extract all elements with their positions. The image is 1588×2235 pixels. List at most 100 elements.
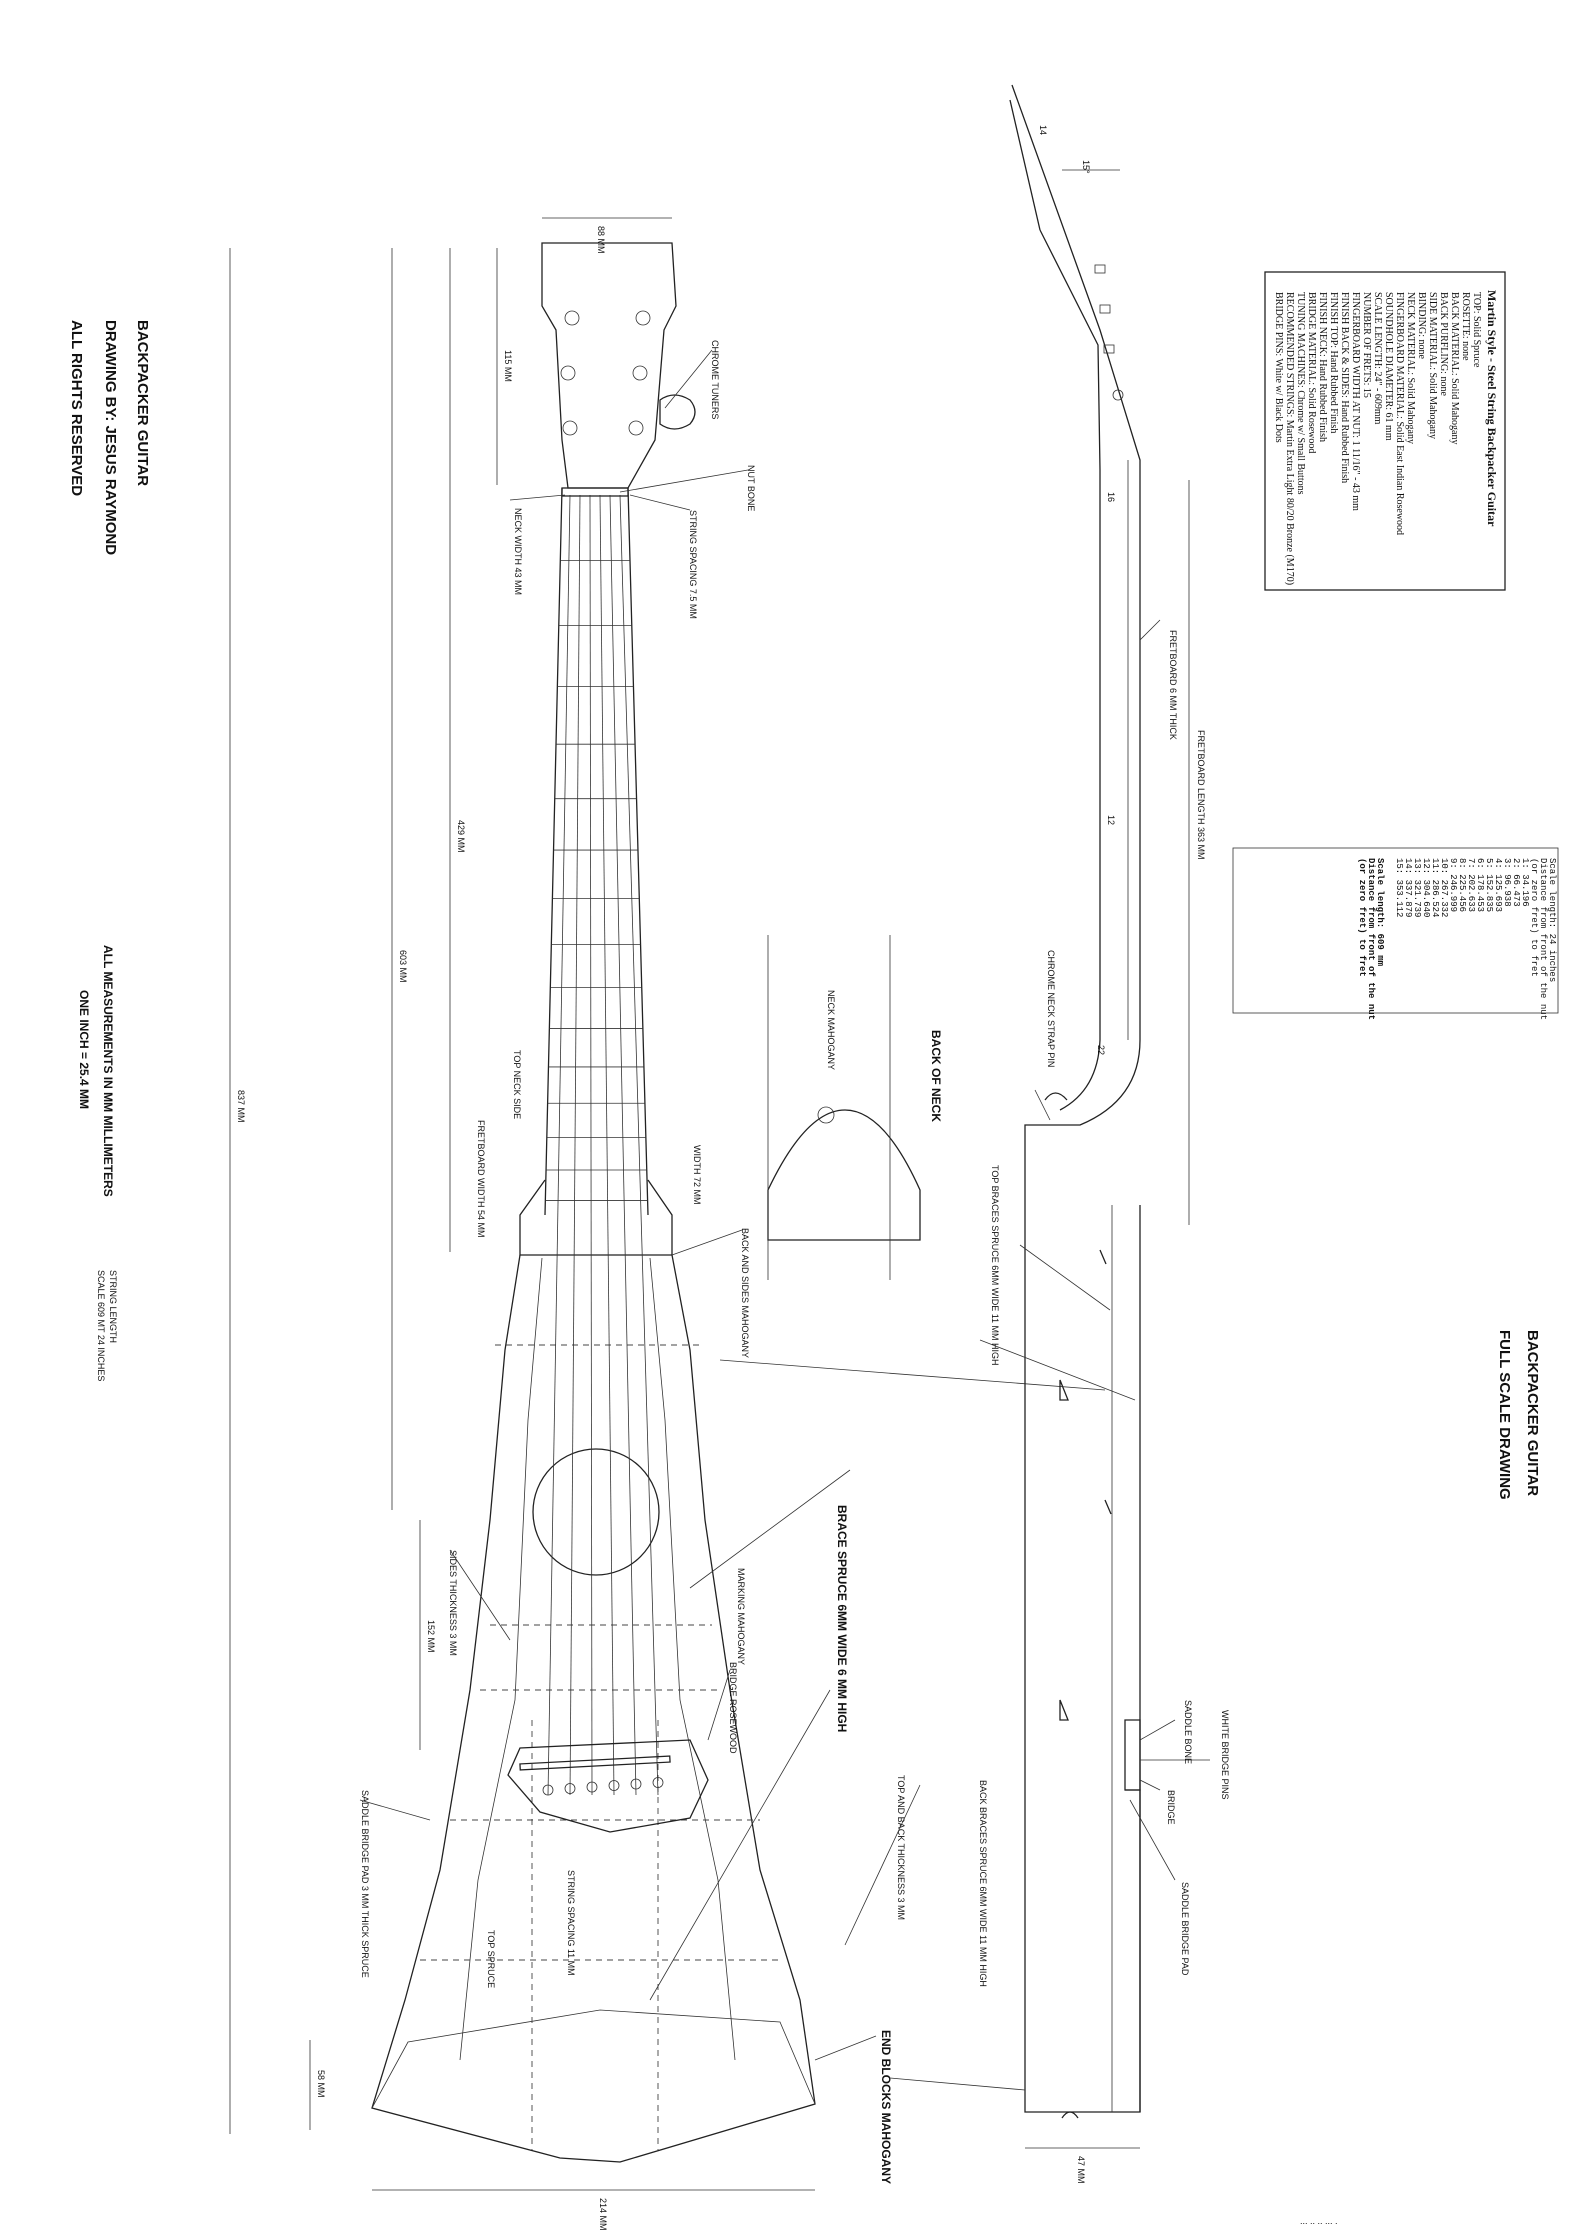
bridge-pin-icon xyxy=(542,1784,554,1796)
strap-pin-icon xyxy=(1044,1092,1068,1101)
label-bridge: BRIDGE ROSEWOOD xyxy=(728,1662,738,1754)
scale-note-line2: SCALE 609 MT 24 INCHES xyxy=(96,1270,106,1381)
string-line xyxy=(589,494,593,1796)
fret-table-line: 8: 225.456 xyxy=(1457,858,1467,912)
fret-table-line: 12: 304.640 xyxy=(1421,858,1431,917)
fret-table-line: 10: 267.332 xyxy=(1439,858,1449,917)
label-top-back-thickness: TOP AND BACK THICKNESS 3 MM xyxy=(896,1775,906,1920)
soundhole xyxy=(532,1448,660,1576)
fret-table-footer: Distance from front of the nut xyxy=(1366,858,1376,1020)
tuner-post-6 xyxy=(628,420,644,436)
spec-line: BACK PURFLING: none xyxy=(1438,292,1449,396)
fret-table-footer: Scale length: 609 mm xyxy=(1375,858,1385,967)
bridge-pin-icon xyxy=(608,1780,620,1791)
scale-note: STRING LENGTH SCALE 609 MT 24 INCHES xyxy=(96,1270,118,1381)
fret-table-line: Distance from front of the nut xyxy=(1538,858,1548,1020)
label-nut-bone: NUT BONE xyxy=(746,465,756,511)
scale-note-line1: STRING LENGTH xyxy=(108,1270,118,1343)
nut xyxy=(561,487,629,497)
bridge-pin-icon xyxy=(652,1777,664,1788)
corner-scribble: ... .. .. ... . xyxy=(1300,2216,1338,2226)
spec-line: RECOMMENDED STRINGS: Martin Extra Light … xyxy=(1284,292,1295,585)
tuner-post-3 xyxy=(562,420,578,436)
side-label-fretboard-length: FRETBOARD LENGTH 363 MM xyxy=(1196,730,1206,860)
side-label-22: 22 xyxy=(1096,1045,1106,1055)
side-label-fretboard-thick: FRETBOARD 6 MM THICK xyxy=(1168,630,1178,740)
side-label-12: 12 xyxy=(1106,815,1116,825)
fret-table-line: 15: 353.112 xyxy=(1394,858,1404,917)
spec-line: BRIDGE MATERIAL: Solid Rosewood xyxy=(1306,292,1317,453)
label-body-152: 152 MM xyxy=(426,1620,436,1653)
fret-table-line: 7: 202.633 xyxy=(1466,858,1476,912)
saddle xyxy=(519,1755,671,1771)
bridge-pin-icon xyxy=(630,1778,642,1790)
right-subtitle: FULL SCALE DRAWING xyxy=(1496,1330,1513,1500)
side-tuner-3 xyxy=(1103,344,1115,354)
spec-line: SCALE LENGTH: 24" - 609mm xyxy=(1372,292,1383,425)
string-line xyxy=(599,494,615,1796)
string-lines xyxy=(547,494,659,1796)
label-head-width: 88 MM xyxy=(596,226,606,254)
spec-line: TOP: Solid Spruce xyxy=(1471,292,1482,368)
side-label-saddle-pad: SADDLE BRIDGE PAD xyxy=(1180,1882,1190,1976)
spec-line: FINGERBOARD WIDTH AT NUT: 1 11/16" - 43 … xyxy=(1350,292,1361,511)
tuner-post-4 xyxy=(635,310,651,326)
fret-table-line: 3: 96.938 xyxy=(1502,858,1512,907)
side-label-saddle-bone: SADDLE BONE xyxy=(1183,1700,1193,1764)
side-view-head-back xyxy=(1009,99,1041,231)
neck-section-material: NECK MAHOGANY xyxy=(826,990,836,1070)
neck-heel xyxy=(519,1179,673,1256)
drawing-author: DRAWING BY: JESUS RAYMOND xyxy=(102,320,119,555)
side-view-neck-back xyxy=(1039,229,1101,1111)
fret-table-frame xyxy=(1232,847,1559,1014)
label-top-spruce: TOP SPRUCE xyxy=(486,1930,496,1988)
fret-table-line: Scale length: 24 inches xyxy=(1547,858,1557,982)
fret-table-line: 11: 286.524 xyxy=(1430,858,1440,917)
string-line xyxy=(547,494,571,1796)
end-pin-icon xyxy=(1061,2111,1079,2119)
label-saddle-pad: SADDLE BRIDGE PAD 3 MM THICK SPRUCE xyxy=(360,1790,370,1978)
leader-lines xyxy=(359,349,921,2061)
truss-rod-icon xyxy=(817,1106,835,1124)
right-title-block: BACKPACKER GUITAR FULL SCALE DRAWING xyxy=(1496,1330,1541,1500)
label-brace-spruce: BRACE SPRUCE 6MM WIDE 6 MM HIGH xyxy=(835,1505,849,1732)
label-top-length: 429 MM xyxy=(456,820,466,853)
fret-table-line: 14: 337.879 xyxy=(1403,858,1413,917)
spec-line: NECK MATERIAL: Solid Mahogany xyxy=(1405,292,1416,444)
side-tuner-2 xyxy=(1099,304,1111,314)
side-label-16: 16 xyxy=(1106,492,1116,502)
fret-table-line: 6: 178.453 xyxy=(1475,858,1485,912)
neck-section-title: BACK OF NECK xyxy=(929,1030,943,1122)
fret-table-line: 13: 321.739 xyxy=(1412,858,1422,917)
rights-notice: ALL RIGHTS RESERVED xyxy=(68,320,85,496)
units-measurements: ALL MEASUREMENTS IN MM MILLIMETERS xyxy=(101,945,115,1197)
side-label-bridge: BRIDGE xyxy=(1166,1790,1176,1825)
tuner-post-1 xyxy=(564,310,580,326)
bridge-pins xyxy=(542,1777,664,1796)
string-line xyxy=(619,494,659,1796)
side-leader-lines xyxy=(889,619,1210,2091)
fret-table-line: 4: 125.693 xyxy=(1493,858,1503,912)
fret-lines xyxy=(545,560,648,1201)
label-string-spacing-bridge: STRING SPACING 11 MM xyxy=(566,1870,576,1976)
label-string-spacing: STRING SPACING 7.5 MM xyxy=(688,510,698,619)
side-view: 14 15° 16 FRETBOARD 6 MM THICK FRETBOARD… xyxy=(889,84,1230,2184)
side-view-outline xyxy=(1011,84,1141,2113)
front-view: 88 MM 115 MM CHROME TUNERS NUT BONE NECK… xyxy=(229,217,988,2231)
neck-profile xyxy=(767,1109,921,1241)
label-mid-length: 603 MM xyxy=(398,950,408,983)
label-back-sides: BACK AND SIDES MAHOGANY xyxy=(740,1228,750,1358)
spec-line: SOUNDHOLE DIAMETER: 61 mm xyxy=(1383,292,1394,441)
right-title: BACKPACKER GUITAR xyxy=(1524,1330,1541,1496)
spec-line: BACK MATERIAL: Solid Mahogany xyxy=(1449,292,1460,445)
neck-section-leader xyxy=(719,1359,1106,1391)
neck-outline xyxy=(544,487,649,1216)
side-label-top-braces: TOP BRACES SPRUCE 6MM WIDE 11 MM HIGH xyxy=(990,1165,1000,1366)
label-marking: MARKING MAHOGANY xyxy=(736,1568,746,1665)
side-label-bridge-pins: WHITE BRIDGE PINS xyxy=(1220,1710,1230,1800)
fret-table-line: 9: 246.999 xyxy=(1448,858,1458,912)
side-label-depth: 47 MM xyxy=(1076,2156,1086,2184)
tuner-button-icon xyxy=(659,394,696,430)
